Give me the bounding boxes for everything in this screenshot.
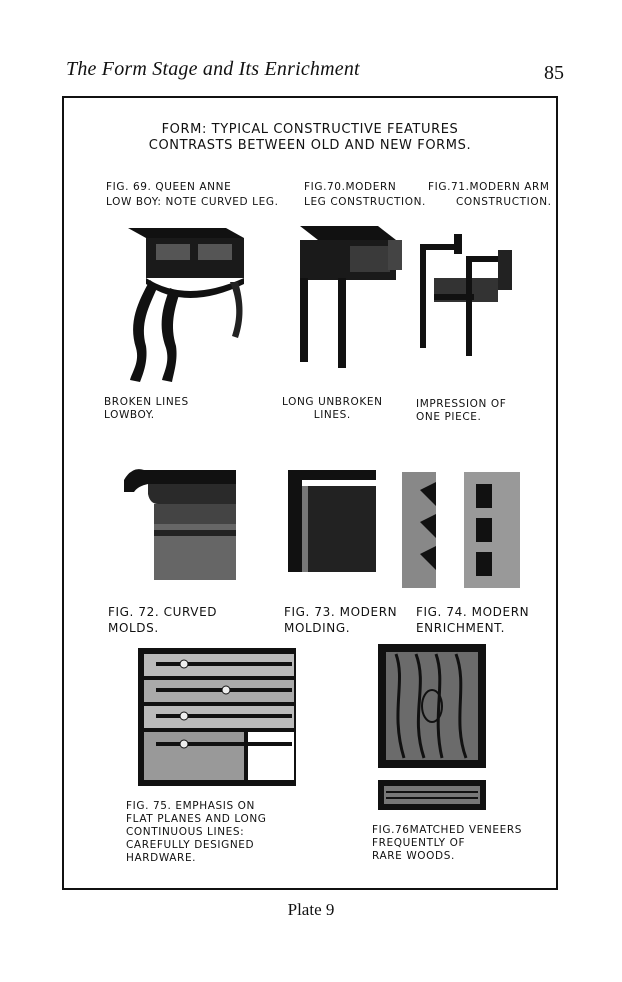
fig69-lowboy-illustration bbox=[128, 228, 244, 382]
plate-frame: FORM: TYPICAL CONSTRUCTIVE FEATURES CONT… bbox=[62, 96, 558, 890]
page-number: 85 bbox=[544, 62, 564, 84]
fig75-flat-planes-illustration bbox=[138, 648, 296, 786]
fig71-modern-armchair-illustration bbox=[420, 234, 512, 356]
fig74-modern-enrichment-illustration bbox=[402, 472, 520, 588]
fig70-modern-leg-illustration bbox=[300, 226, 402, 368]
fig73-caption: FIG. 73. MODERN MOLDING. bbox=[284, 605, 398, 635]
plate-title-line2: CONTRASTS BETWEEN OLD AND NEW FORMS. bbox=[148, 138, 472, 153]
fig75-caption: FIG. 75. EMPHASIS ON FLAT PLANES AND LON… bbox=[126, 800, 267, 864]
running-head: The Form Stage and Its Enrichment bbox=[66, 58, 360, 80]
fig70-label: FIG.70.MODERN LEG CONSTRUCTION. bbox=[304, 181, 426, 208]
plate-number-label: Plate 9 bbox=[287, 900, 335, 919]
fig72-curved-molds-illustration bbox=[124, 469, 236, 580]
fig69-label: FIG. 69. QUEEN ANNE LOW BOY: NOTE CURVED… bbox=[106, 181, 279, 208]
fig69-caption: BROKEN LINES LOWBOY. bbox=[104, 396, 189, 421]
fig71-caption: IMPRESSION OF ONE PIECE. bbox=[416, 398, 507, 423]
fig70-caption: LONG UNBROKEN LINES. bbox=[282, 396, 383, 421]
fig73-modern-molding-illustration bbox=[288, 470, 376, 572]
fig76-caption: FIG.76MATCHED VENEERS FREQUENTLY OF RARE… bbox=[372, 824, 522, 862]
fig76-matched-veneers-illustration bbox=[378, 644, 486, 810]
fig72-caption: FIG. 72. CURVED MOLDS. bbox=[108, 605, 218, 635]
plate-title-line1: FORM: TYPICAL CONSTRUCTIVE FEATURES bbox=[161, 122, 459, 137]
fig71-label: FIG.71.MODERN ARM CONSTRUCTION. bbox=[428, 181, 552, 208]
fig74-caption: FIG. 74. MODERN ENRICHMENT. bbox=[416, 605, 530, 635]
